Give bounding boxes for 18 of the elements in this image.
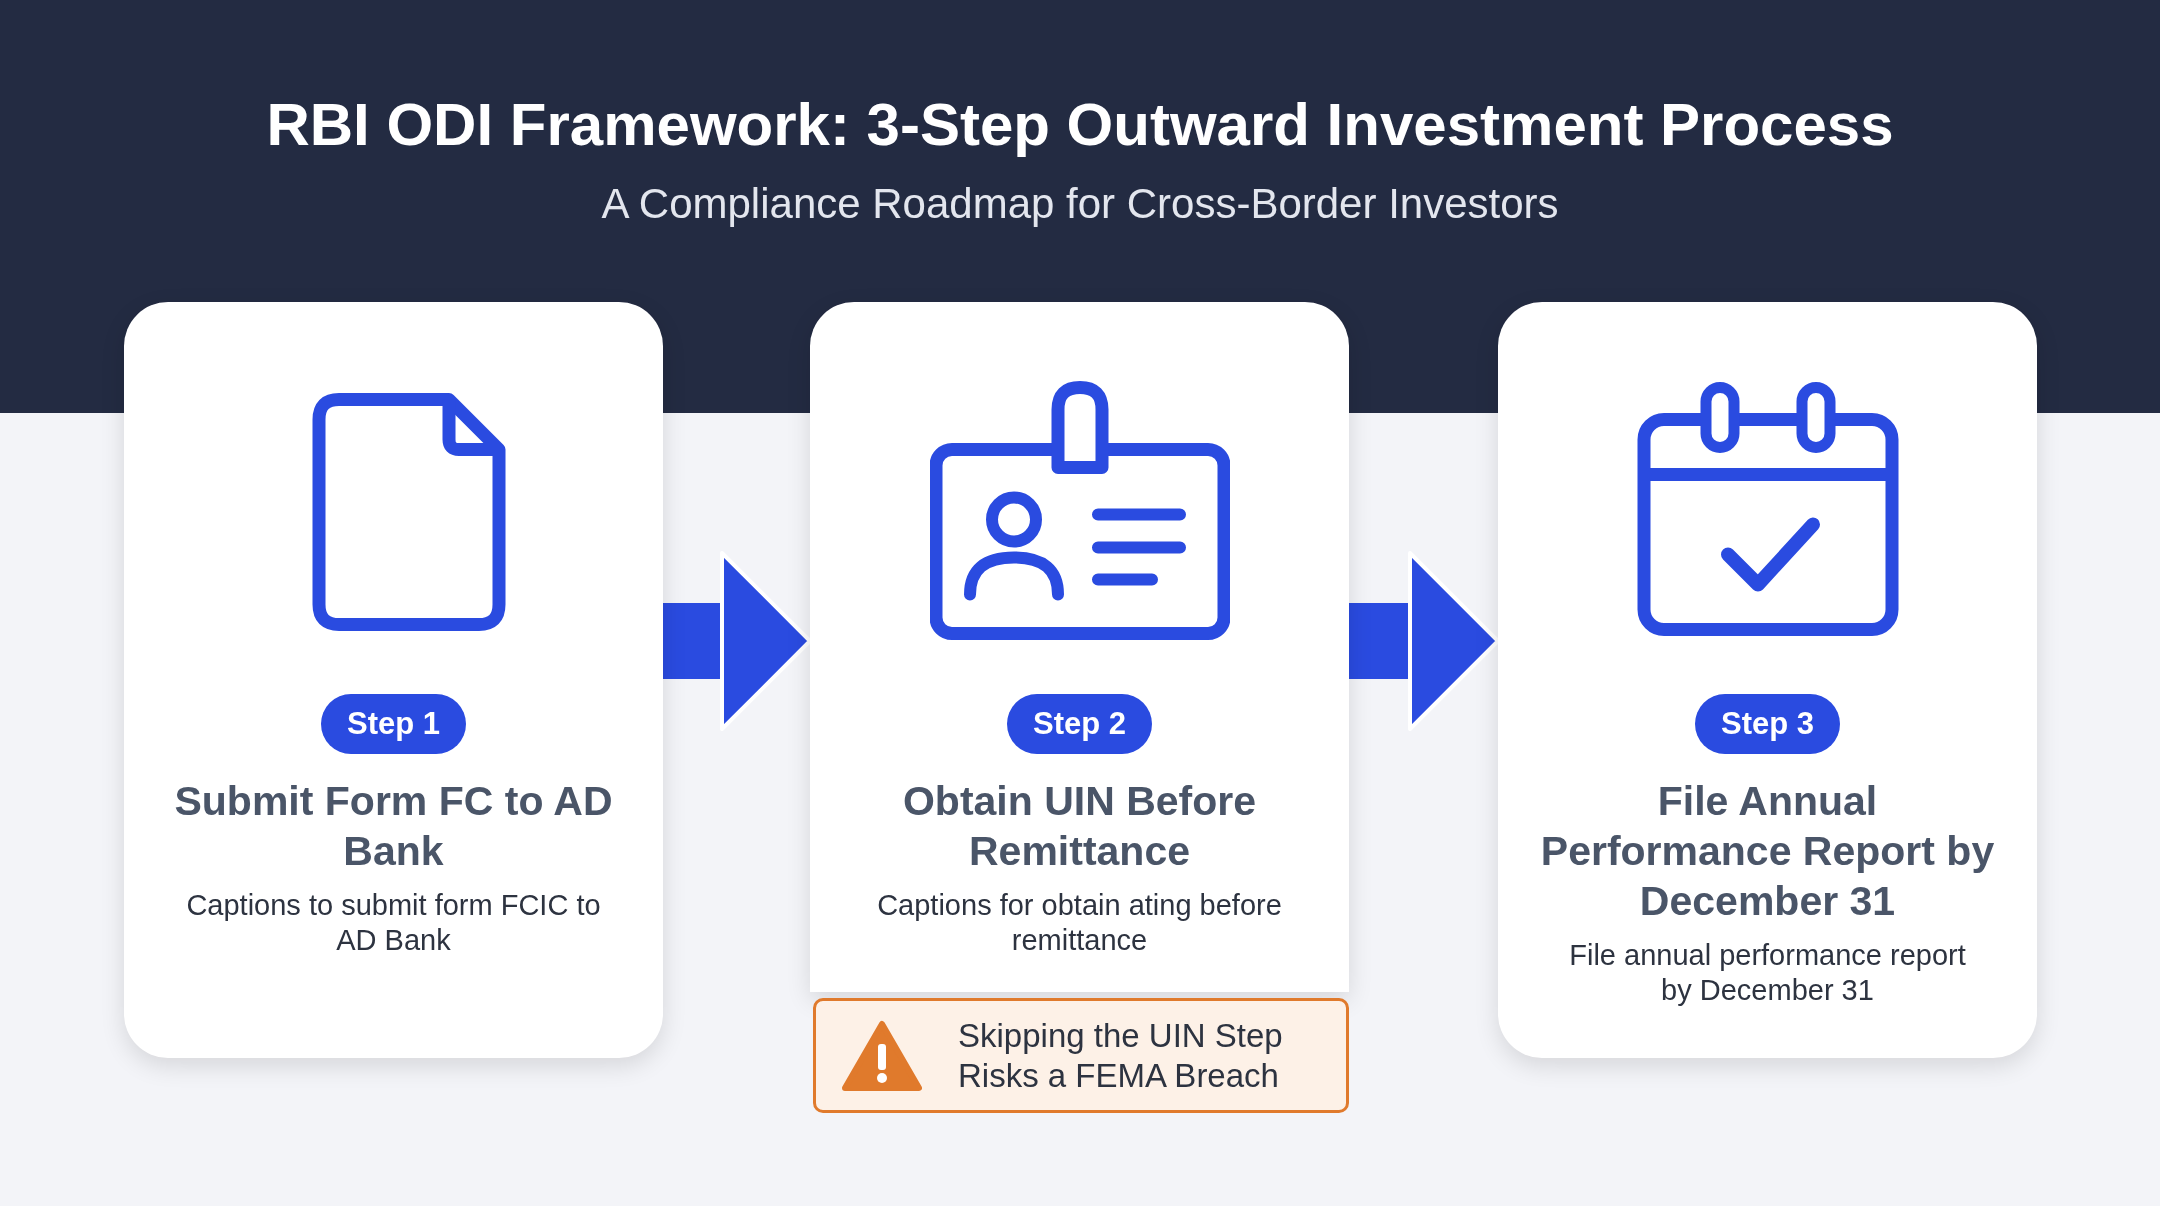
step-description: File annual performance report by December 31 (1568, 938, 1967, 1008)
subtitle: A Compliance Roadmap for Cross-Border Investors (600, 180, 1560, 228)
step-description: Captions to submit form FCIC to AD Bank (185, 888, 602, 958)
step-title: File Annual Performance Report by December 31 (1539, 777, 1996, 926)
step-card (810, 302, 1349, 992)
step-badge: Step 2 (1007, 694, 1152, 754)
step-title: Submit Form FC to AD Bank (173, 777, 614, 876)
step-card (1498, 302, 2037, 1058)
warning-callout (813, 998, 1349, 1113)
step-title: Obtain UIN Before Remittance (901, 777, 1258, 876)
step-badge: Step 1 (321, 694, 466, 754)
title: RBI ODI Framework: 3-Step Outward Investment Process (265, 90, 1895, 159)
step-description: Captions for obtain ating before remittance (876, 888, 1283, 958)
step-card (124, 302, 663, 1058)
warning-text: Skipping the UIN Step Risks a FEMA Breach (958, 1015, 1284, 1096)
arrow (663, 551, 812, 731)
arrow (1349, 551, 1500, 731)
step-badge: Step 3 (1695, 694, 1840, 754)
